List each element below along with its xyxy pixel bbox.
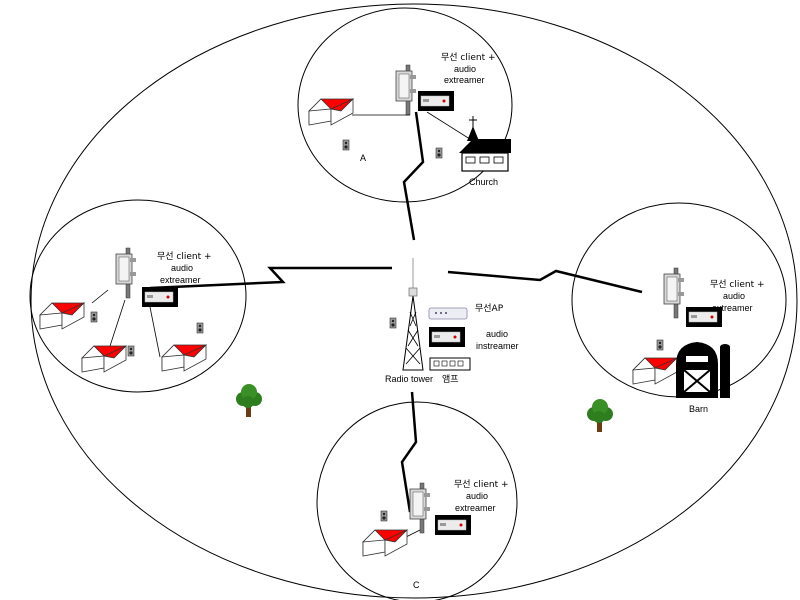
client-label-line2: audio — [466, 491, 488, 501]
radio-tower-label: Radio tower — [385, 374, 433, 384]
speaker-icon — [196, 322, 204, 334]
speaker-icon — [380, 510, 388, 522]
audio-instreamer-label-line2: instreamer — [476, 341, 519, 351]
antenna-radio-icon — [663, 267, 685, 319]
church-label: Church — [469, 177, 498, 187]
silo-icon — [720, 344, 730, 398]
radio-tower-icon — [402, 258, 424, 371]
site-bottom: C 무선 client + audio extreamer — [362, 479, 509, 590]
client-label-line3: extreamer — [160, 275, 201, 285]
wireless-ap-label: 무선AP — [475, 303, 504, 314]
client-label-line2: audio — [454, 64, 476, 74]
tree-icon — [236, 384, 262, 417]
speaker-icon — [656, 339, 664, 351]
access-point-icon — [428, 307, 468, 320]
audio-box-icon — [434, 514, 472, 536]
site-label-c: C — [413, 580, 420, 590]
site-label-a: A — [360, 153, 366, 163]
audio-box-icon — [141, 286, 179, 308]
client-label-line3: extreamer — [712, 303, 753, 313]
site-right: Barn 무선 client + audio extreamer — [632, 267, 765, 414]
client-label-line2: audio — [723, 291, 745, 301]
speaker-icon — [90, 311, 98, 323]
speaker-icon — [389, 317, 397, 329]
house-icon — [362, 529, 408, 557]
speaker-icon — [342, 139, 350, 151]
amplifier-icon — [429, 357, 471, 371]
coverage-circle-top — [297, 7, 513, 203]
lightning-link-icon — [149, 266, 392, 290]
lightning-link-icon — [400, 391, 418, 513]
client-label-line3: extreamer — [444, 75, 485, 85]
house-icon — [161, 344, 207, 372]
client-label-line1: 무선 client + — [454, 479, 509, 490]
client-label-line1: 무선 client + — [710, 279, 765, 290]
client-label-line3: extreamer — [455, 503, 496, 513]
antenna-radio-icon — [115, 247, 137, 299]
coverage-circle-bottom — [316, 401, 518, 600]
audio-instreamer-label-line1: audio — [486, 329, 508, 339]
house-icon — [39, 302, 85, 330]
client-label-line1: 무선 client + — [157, 251, 212, 262]
coverage-circle-left — [29, 199, 247, 393]
church-icon — [459, 116, 511, 172]
barn-label: Barn — [689, 404, 708, 414]
speaker-icon — [127, 345, 135, 357]
client-label-line1: 무선 client + — [441, 52, 496, 63]
outer-coverage-ellipse — [30, 3, 798, 599]
lightning-link-icon — [447, 269, 643, 294]
amp-label: 앰프 — [442, 373, 459, 385]
speaker-icon — [435, 147, 443, 159]
audio-box-icon — [428, 326, 466, 348]
house-icon — [308, 98, 354, 126]
antenna-radio-icon — [409, 482, 431, 534]
client-label-line2: audio — [171, 263, 193, 273]
house-icon — [632, 357, 678, 385]
audio-box-icon — [417, 90, 455, 112]
site-left: 무선 client + audio extreamer — [39, 247, 212, 373]
house-icon — [81, 345, 127, 373]
antenna-radio-icon — [395, 64, 417, 116]
lightning-link-icon — [402, 111, 425, 241]
site-top: A Church 무선 client + audio extreamer — [308, 52, 511, 187]
tree-icon — [587, 399, 613, 432]
center-station: 무선AP audio instreamer Radio tower 앰프 — [385, 258, 519, 385]
barn-icon — [676, 342, 718, 398]
